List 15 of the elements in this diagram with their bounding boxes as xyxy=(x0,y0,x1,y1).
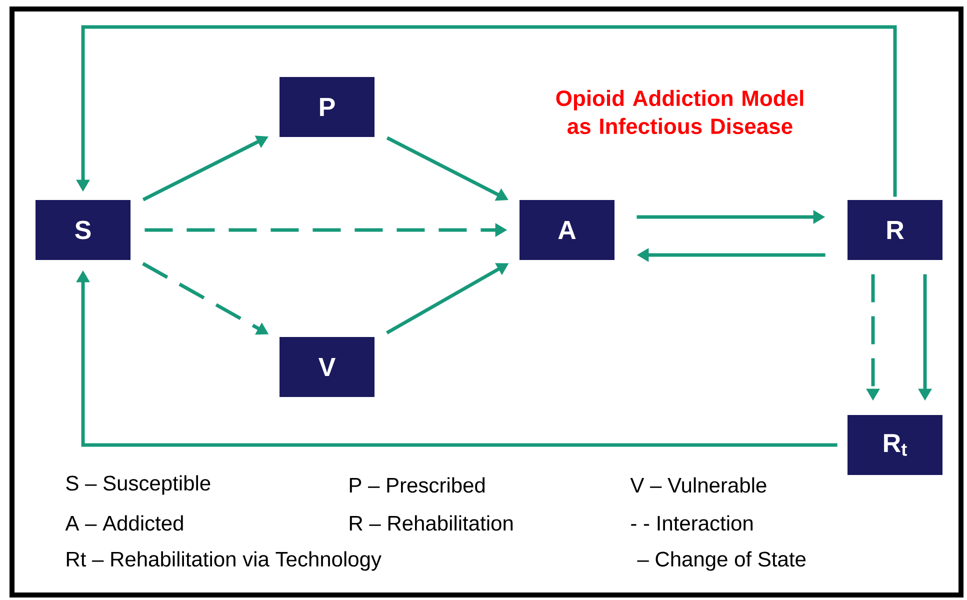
state-box: R xyxy=(848,200,942,260)
legend-text: R – Rehabilitation xyxy=(350,515,513,531)
state-box: V xyxy=(280,337,374,397)
legend-text: P – Prescribed xyxy=(350,477,485,493)
state-box: S xyxy=(36,200,130,260)
legend-text: S – Susceptible xyxy=(66,475,210,495)
title: Opioid Addiction Model as Infectious Disease xyxy=(556,90,804,134)
state-box: P xyxy=(280,77,374,137)
legend-text: Rt – Rehabilitation via Technology xyxy=(66,551,382,571)
state-box: A xyxy=(520,200,614,260)
legend-text: V – Vulnerable xyxy=(630,477,766,493)
legend-text: A – Addicted xyxy=(65,515,183,531)
legend-text: - - Interaction xyxy=(631,515,753,531)
legend-text: – Change of State xyxy=(637,551,806,571)
state-box: R$_{t}$ xyxy=(848,415,942,475)
